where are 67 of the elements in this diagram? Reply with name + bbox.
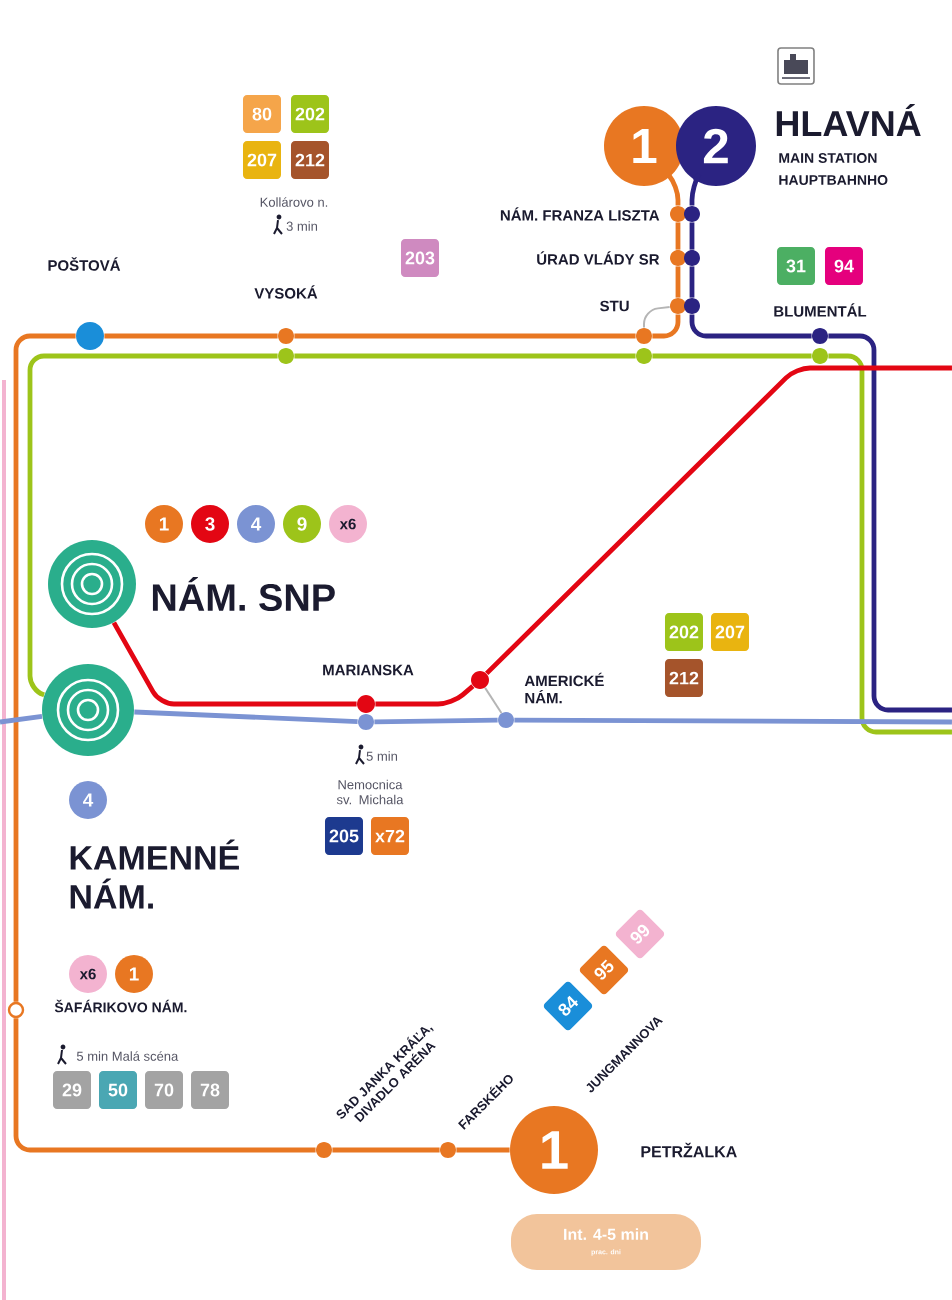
route-line (332, 1147, 440, 1153)
route-line (294, 333, 636, 339)
route-line (652, 314, 681, 339)
route-badge: 29 (53, 1071, 91, 1109)
stop-dot (812, 348, 828, 364)
route-badge: 212 (291, 141, 329, 179)
route-line (13, 1018, 316, 1153)
stop-dot (7, 1001, 25, 1019)
stop-dot (684, 206, 700, 222)
route-line (13, 333, 76, 1002)
route-badge: 78 (191, 1071, 229, 1109)
route-badge: 94 (825, 247, 863, 285)
route-line (689, 314, 812, 339)
route-line (485, 365, 952, 676)
stop-dot (471, 671, 489, 689)
route-badge: 4 (237, 505, 275, 543)
route-badge: 205 (325, 817, 363, 855)
route-line (111, 621, 357, 707)
stop-dot (684, 250, 700, 266)
route-line (666, 172, 681, 206)
route-badge: 99 (615, 909, 665, 959)
route-badge: 212 (665, 659, 703, 697)
station-name: KAMENNÉ NÁM. (70, 839, 239, 909)
route-badge: 207 (243, 141, 281, 179)
route-line (514, 717, 952, 725)
route-line (652, 353, 812, 359)
stop-name: PETRŽALKA (641, 1142, 737, 1158)
route-badge: 84 (543, 981, 593, 1031)
route-badge: 50 (99, 1071, 137, 1109)
stop-dot (440, 1142, 456, 1158)
route-badge: 70 (145, 1071, 183, 1109)
route-badge: 31 (777, 247, 815, 285)
route-badge: 202 (291, 95, 329, 133)
station-name: HLAVNÁ (776, 104, 921, 136)
stop-dot (684, 298, 700, 314)
stop-dot (636, 328, 652, 344)
route-line (104, 333, 278, 339)
route-badge: 1 (145, 505, 183, 543)
route-badge: 203 (401, 239, 439, 277)
route-line (675, 266, 681, 298)
route-line (294, 353, 636, 359)
route-badge: 207 (711, 613, 749, 651)
route-badge: 4 (69, 781, 107, 819)
route-line (675, 222, 681, 250)
route-line (375, 684, 475, 707)
route-badge: 80 (243, 95, 281, 133)
interchange-circle (42, 664, 134, 756)
route-line (27, 353, 278, 698)
route-line (0, 713, 43, 725)
route-line (643, 306, 671, 329)
route-line (374, 717, 498, 725)
stop-dot (278, 348, 294, 364)
route-badge: 1 (115, 955, 153, 993)
route-badge: 202 (665, 613, 703, 651)
route-badge: 3 (191, 505, 229, 543)
route-line (689, 222, 695, 250)
route-line (689, 266, 695, 298)
stop-dot (636, 348, 652, 364)
stop-dot (358, 714, 374, 730)
stop-dot (670, 298, 686, 314)
route-line (134, 709, 358, 725)
route-line (484, 686, 503, 714)
route-badge: x72 (371, 817, 409, 855)
route-badge: 95 (579, 945, 629, 995)
stop-name: NÁM. SNP (152, 577, 335, 612)
route-badge: 9 (283, 505, 321, 543)
route-line (456, 1147, 510, 1153)
